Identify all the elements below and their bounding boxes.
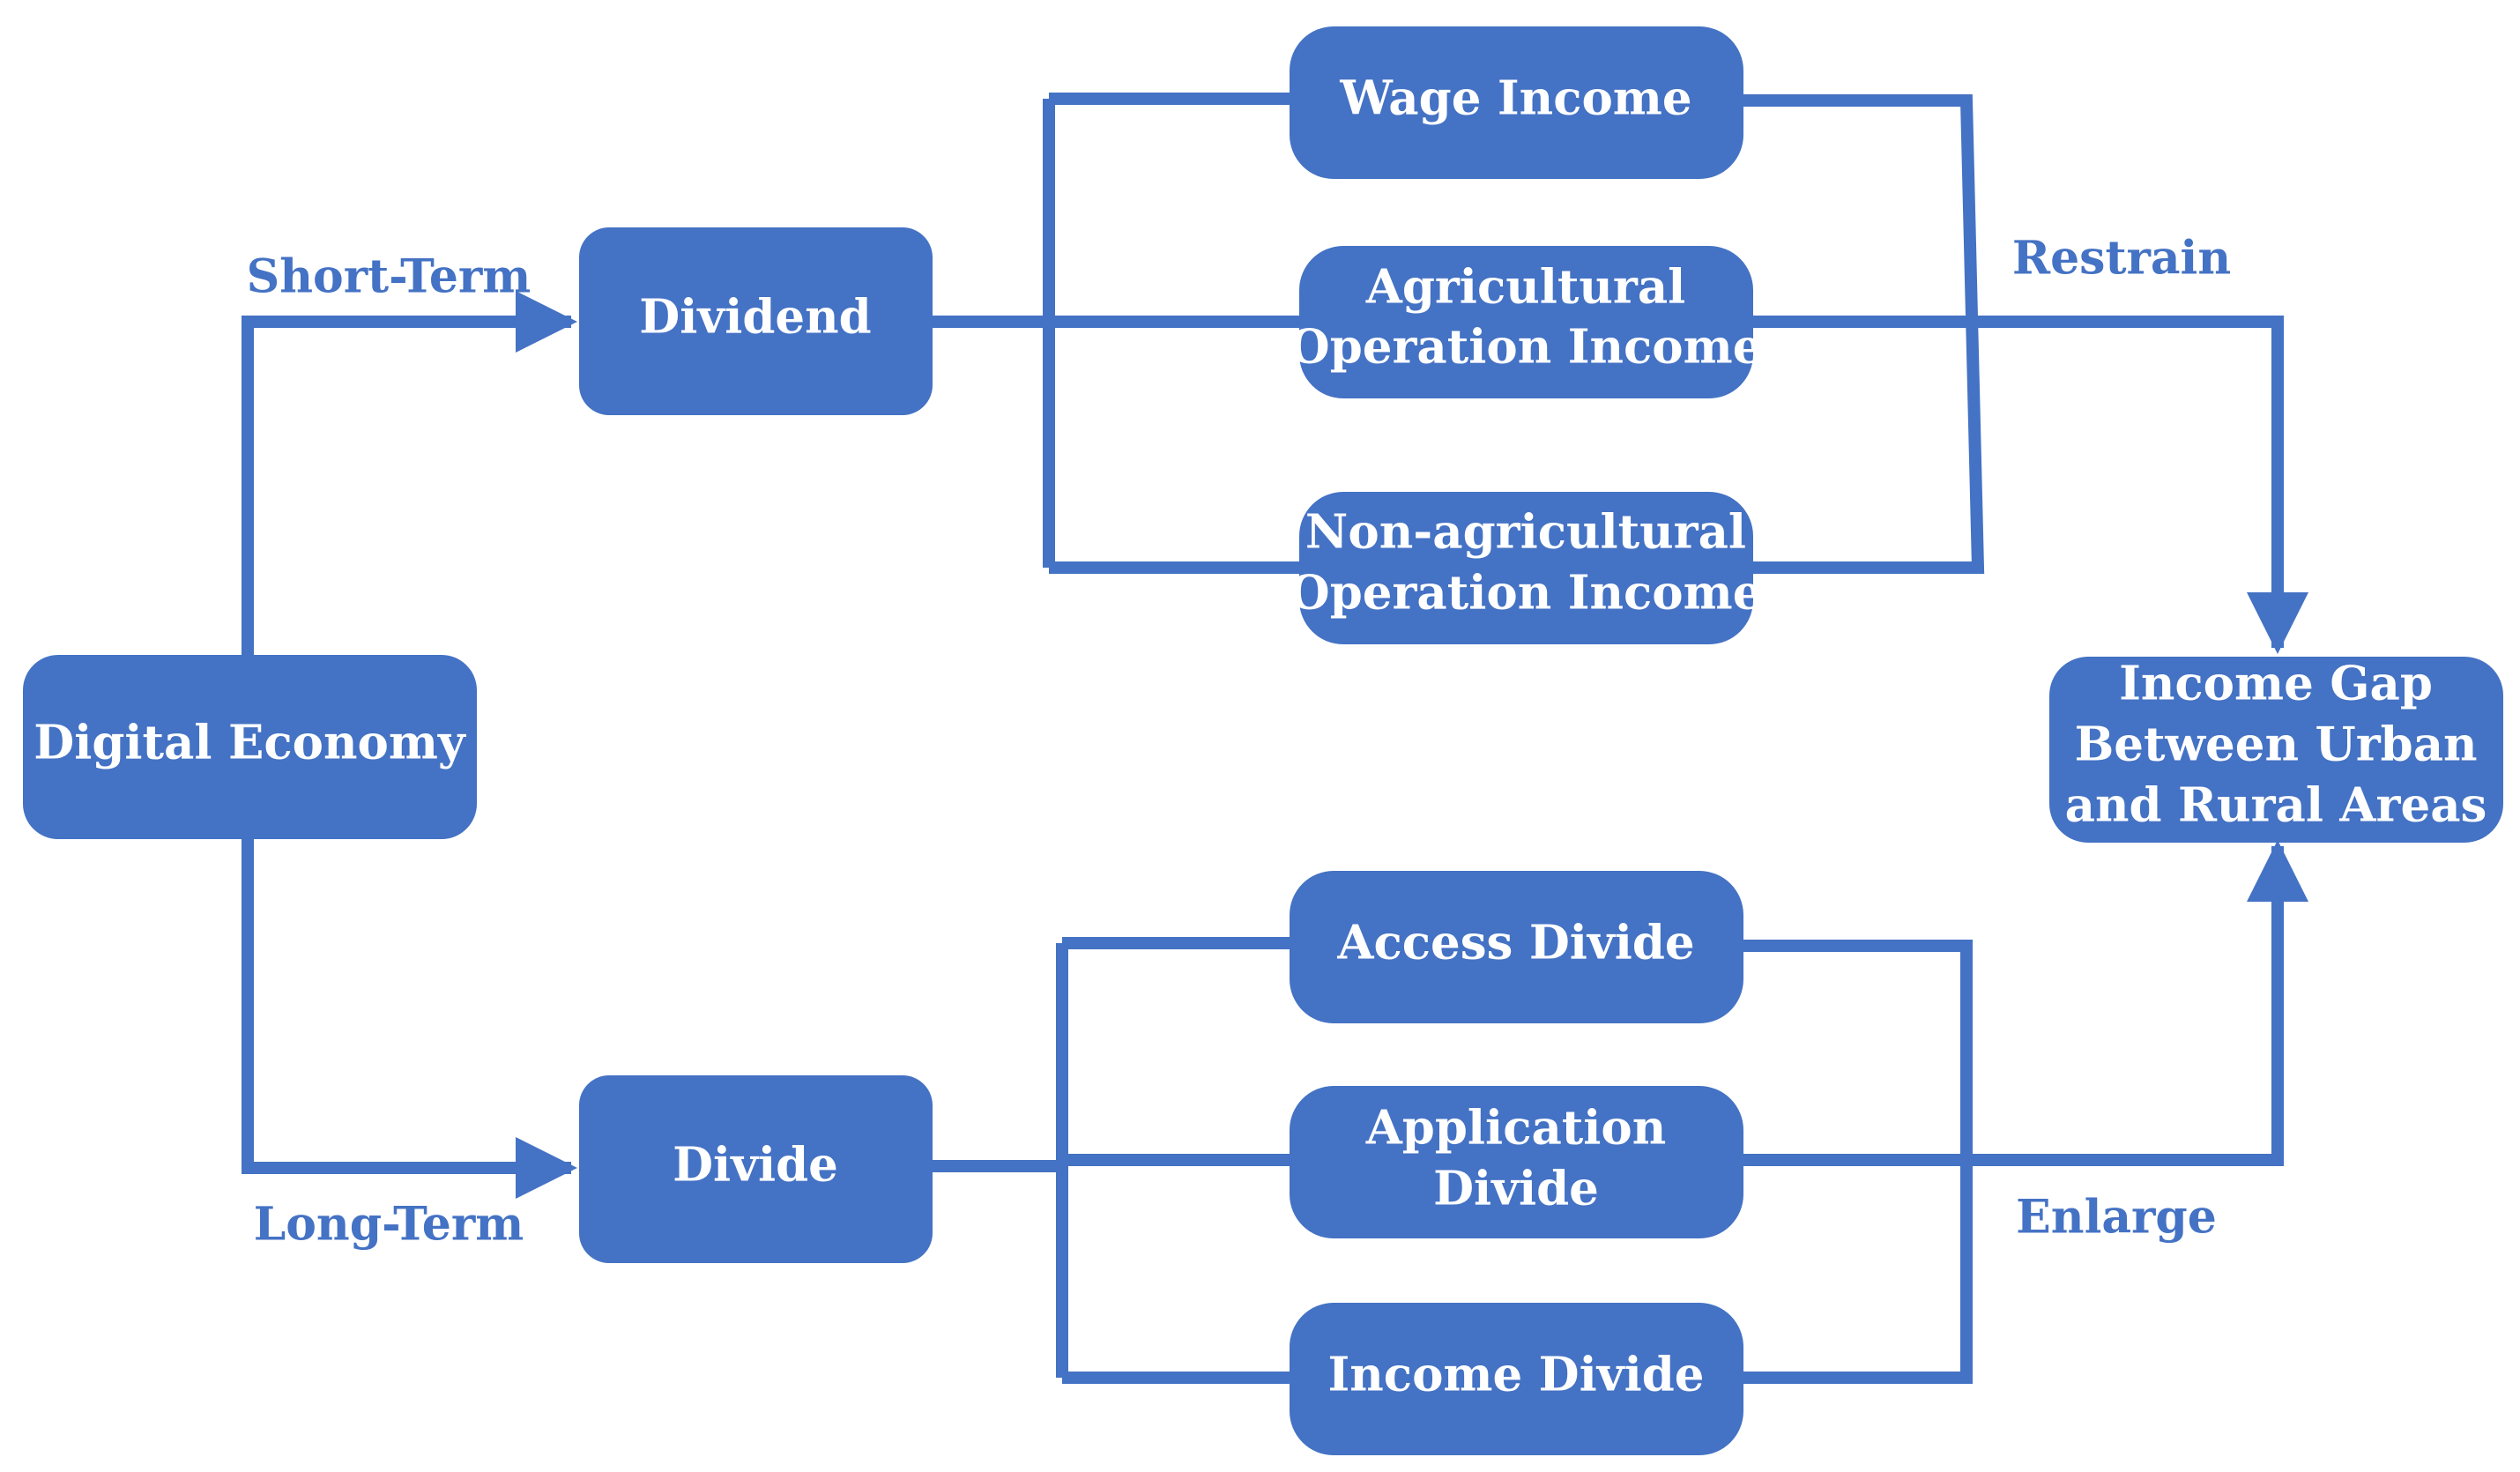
digital-economy-node: Digital Economy (23, 655, 477, 839)
income-gap-line-2: Between Urban (2074, 717, 2477, 772)
access-divide-node: Access Divide (1290, 871, 1743, 1023)
divide-node: Divide (579, 1075, 933, 1263)
long-term-label: Long-Term (254, 1198, 524, 1252)
divide-label: Divide (673, 1138, 838, 1193)
application-divide-node: Application Divide (1290, 1086, 1743, 1238)
application-divide-line-1: Application (1365, 1101, 1667, 1156)
restrain-label: Restrain (2012, 232, 2231, 286)
connectors (242, 93, 2278, 1384)
income-divide-label: Income Divide (1327, 1348, 1704, 1402)
non-agricultural-income-line-1: Non-agricultural (1305, 505, 1746, 560)
dividend-label: Dividend (639, 290, 871, 345)
dividend-branch-right (1742, 94, 2278, 648)
dividend-node: Dividend (579, 227, 933, 415)
dividend-branch-left (933, 93, 1299, 574)
agricultural-income-line-2: Operation Income (1290, 320, 1763, 375)
access-divide-label: Access Divide (1336, 916, 1694, 970)
digital-economy-label: Digital Economy (33, 716, 467, 770)
short-term-arrow (242, 291, 577, 657)
income-divide-node: Income Divide (1290, 1303, 1743, 1455)
income-gap-node: Income Gap Between Urban and Rural Areas (2049, 657, 2503, 843)
long-term-arrow (242, 837, 577, 1199)
income-gap-line-1: Income Gap (2119, 657, 2433, 711)
divide-branch-right (1742, 846, 2278, 1384)
application-divide-line-2: Divide (1433, 1162, 1599, 1216)
wage-income-label: Wage Income (1339, 71, 1691, 126)
non-agricultural-income-line-2: Operation Income (1290, 566, 1763, 621)
non-agricultural-income-node: Non-agricultural Operation Income (1290, 492, 1763, 644)
agricultural-income-line-1: Agricultural (1365, 260, 1686, 315)
enlarge-label: Enlarge (2016, 1191, 2217, 1245)
agricultural-income-node: Agricultural Operation Income (1290, 246, 1763, 398)
short-term-label: Short-Term (247, 250, 532, 304)
income-gap-line-3: and Rural Areas (2065, 778, 2487, 833)
wage-income-node: Wage Income (1290, 26, 1743, 179)
divide-branch-left (933, 937, 1290, 1384)
